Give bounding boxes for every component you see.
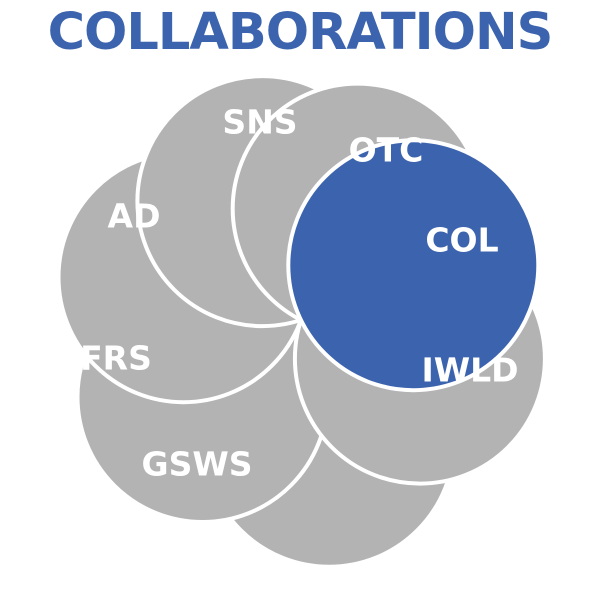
segment-col[interactable] [286, 138, 541, 393]
segment-label-col: COL [425, 221, 498, 260]
segment-label-otc: OTC [349, 131, 424, 170]
segment-label-frs: FRS [80, 339, 152, 378]
segment-label-gsws: GSWS [141, 445, 252, 484]
segment-label-iwld: IWLD [421, 351, 518, 390]
segment-label-sns: SNS [222, 103, 297, 142]
segment-label-ad: AD [108, 197, 161, 236]
page-title: COLLABORATIONS [47, 3, 554, 62]
